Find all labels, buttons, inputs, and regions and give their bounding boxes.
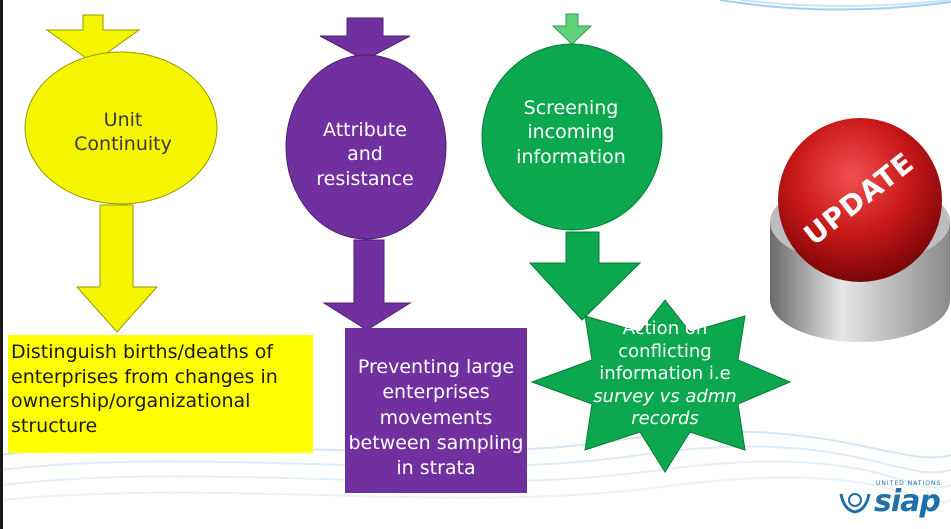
purple-circle — [285, 54, 447, 240]
attribute-resistance-label: Attribute and resistance — [316, 119, 414, 190]
distinguish-births-text: Distinguish births/deaths of enterprises… — [11, 341, 278, 438]
action-on-conflicting-plain: Action on conflicting information i.e — [599, 318, 731, 384]
green-star — [530, 299, 792, 473]
siap-logo: UNITED NATIONS siap — [838, 478, 946, 524]
yellow-box — [8, 335, 313, 453]
purple-down-arrow-bottom — [322, 239, 412, 331]
yellow-down-arrow-top — [45, 14, 141, 64]
logo-siap-text: siap — [874, 484, 941, 519]
update-button[interactable]: UPDATE — [765, 110, 951, 350]
unit-continuity-label: Unit Continuity — [74, 109, 172, 156]
screening-incoming-label: Screening incoming information — [516, 97, 626, 168]
green-circle — [481, 43, 663, 231]
green-down-arrow — [528, 231, 642, 321]
yellow-circle — [24, 51, 218, 205]
action-on-conflicting-text: Action on conflicting information i.e su… — [585, 318, 745, 431]
logo-org-text: UNITED NATIONS — [876, 480, 942, 487]
preventing-large-enterprises-text: Preventing large enterprises movements b… — [348, 356, 524, 480]
survey-vs-admn-italic: survey vs admn records — [593, 385, 737, 430]
purple-box — [345, 328, 527, 493]
purple-down-arrow-top — [319, 17, 411, 61]
left-border — [0, 0, 3, 529]
un-emblem-icon — [839, 493, 871, 514]
yellow-down-arrow-bottom — [75, 204, 159, 333]
light-green-arrow-top — [551, 13, 593, 45]
